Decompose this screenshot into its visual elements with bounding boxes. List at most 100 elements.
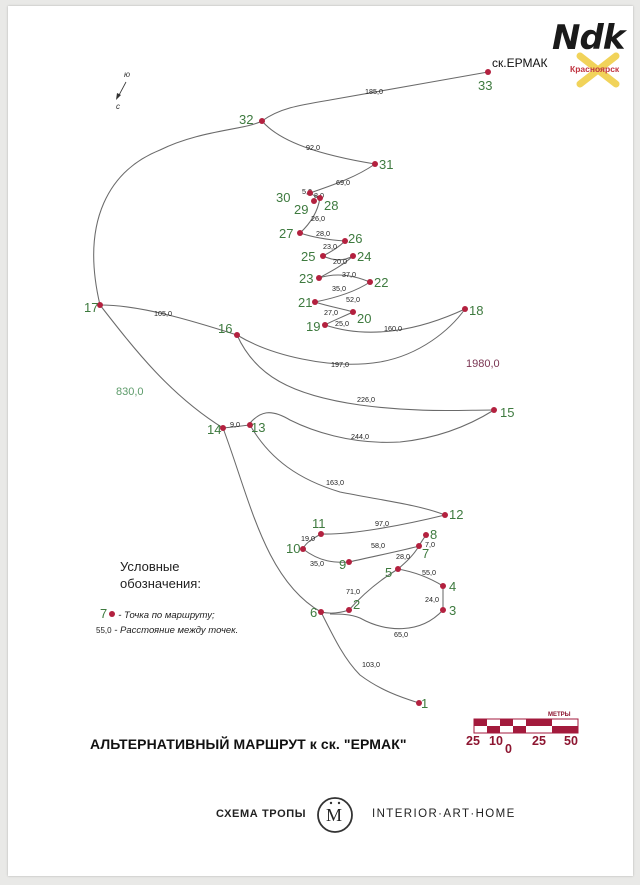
- route-segment: [236, 334, 495, 412]
- distance-label: 65,0: [394, 630, 408, 639]
- distance-label: 28,0: [316, 229, 330, 238]
- route-segment: [302, 548, 350, 563]
- route-segment: [249, 424, 446, 516]
- point-number: 16: [218, 321, 232, 336]
- point-number: 24: [357, 249, 371, 264]
- point-number: 3: [449, 603, 456, 618]
- route-point: [442, 512, 448, 518]
- point-number: 33: [478, 78, 492, 93]
- point-number: 20: [357, 311, 371, 326]
- point-number: 9: [339, 557, 346, 572]
- watermark-brand: Ndk: [552, 18, 625, 58]
- distance-label: 24,0: [425, 595, 439, 604]
- route-point: [312, 299, 318, 305]
- route-segment: [261, 120, 376, 165]
- route-point: [372, 161, 378, 167]
- point-number: 11: [312, 516, 326, 531]
- legend-title: Условные обозначения:: [120, 558, 201, 592]
- route-segment: [318, 255, 354, 279]
- point-number: 29: [294, 202, 308, 217]
- route-point: [316, 275, 322, 281]
- distance-label: 58,0: [371, 541, 385, 550]
- distance-labels: 185,0 92,0 69,0 5,0 8,0 26,0 28,0 23,0 2…: [154, 87, 439, 669]
- route-point: [97, 302, 103, 308]
- point-number: 14: [207, 422, 221, 437]
- distance-label: 185,0: [365, 87, 383, 96]
- logo-letter: M: [326, 805, 343, 825]
- point-number: 12: [449, 507, 463, 522]
- distance-label: 52,0: [346, 295, 360, 304]
- route-point: [307, 190, 313, 196]
- point-number: 26: [348, 231, 362, 246]
- point-number: 25: [301, 249, 315, 264]
- route-point: [342, 238, 348, 244]
- distance-label: 37,0: [342, 270, 356, 279]
- legend-distance-text: - Расстояние между точек.: [114, 625, 239, 636]
- route-segment: [324, 308, 466, 333]
- route-segment: [318, 274, 371, 283]
- route-points: [97, 69, 497, 706]
- route-point: [320, 253, 326, 259]
- route-point: [317, 195, 323, 201]
- route-segment: [261, 71, 489, 122]
- point-number: 1: [421, 696, 428, 711]
- route-point: [395, 566, 401, 572]
- watermark-city: Красноярск: [570, 64, 620, 74]
- point-numbers: 1 2 3 4 5 6 7 8 9 10 11 12 13 14 15 16 1…: [84, 78, 514, 711]
- route-segment: [397, 568, 444, 587]
- cross-icon: [576, 52, 620, 88]
- route-point: [259, 118, 265, 124]
- route-segment: [222, 427, 322, 613]
- point-number: 8: [430, 527, 437, 542]
- route-point: [491, 407, 497, 413]
- route-segment: [329, 609, 444, 630]
- route-segment: [348, 545, 420, 563]
- route-segment: [93, 120, 263, 306]
- scale-unit: МЕТРЫ: [548, 712, 571, 718]
- point-number: 4: [449, 579, 456, 594]
- point-number: 31: [379, 157, 393, 172]
- distance-label: 27,0: [324, 308, 338, 317]
- route-point: [367, 279, 373, 285]
- distance-label: 226,0: [357, 395, 375, 404]
- distance-label: 25,0: [335, 319, 349, 328]
- distance-label: 23,0: [323, 242, 337, 251]
- point-number: 27: [279, 226, 293, 241]
- route-segment: [99, 304, 224, 429]
- route-point: [297, 230, 303, 236]
- logo-icon: [317, 797, 353, 833]
- legend-distance-sample: 55,0: [96, 626, 112, 635]
- legend-point-row: 7- Точка по маршруту;: [100, 606, 215, 621]
- distance-label: 55,0: [422, 568, 436, 577]
- compass-north-label: ю: [124, 70, 131, 79]
- distance-label: 5,0: [302, 187, 312, 196]
- route-point: [350, 309, 356, 315]
- distance-label: 105,0: [154, 309, 172, 318]
- legend-point-sample: 7: [100, 606, 108, 621]
- route-point: [462, 306, 468, 312]
- route-point: [346, 559, 352, 565]
- point-number: 18: [469, 303, 483, 318]
- route-segment: [99, 304, 238, 336]
- footer-right-label: INTERIOR·ART·HOME: [372, 808, 516, 820]
- route-segment: [249, 409, 495, 443]
- route-segment: [299, 232, 346, 242]
- scale-label: 10: [489, 734, 503, 748]
- route-point: [300, 546, 306, 552]
- distance-label: 69,0: [336, 178, 350, 187]
- point-number: 13: [251, 420, 265, 435]
- legend-title-line2: обозначения:: [120, 576, 201, 591]
- route-segment: [236, 308, 466, 365]
- total-left: 830,0: [116, 386, 144, 398]
- route-segment: [320, 514, 446, 535]
- point-number: 6: [310, 605, 317, 620]
- route-point: [350, 253, 356, 259]
- distance-label: 26,0: [311, 214, 325, 223]
- distance-label: 163,0: [326, 478, 344, 487]
- route-point: [423, 532, 429, 538]
- distance-label: 35,0: [310, 559, 324, 568]
- legend-title-line1: Условные: [120, 559, 180, 574]
- route-segment: [320, 611, 420, 704]
- compass-arrow-icon: [116, 81, 127, 100]
- scale-label: 50: [564, 734, 578, 748]
